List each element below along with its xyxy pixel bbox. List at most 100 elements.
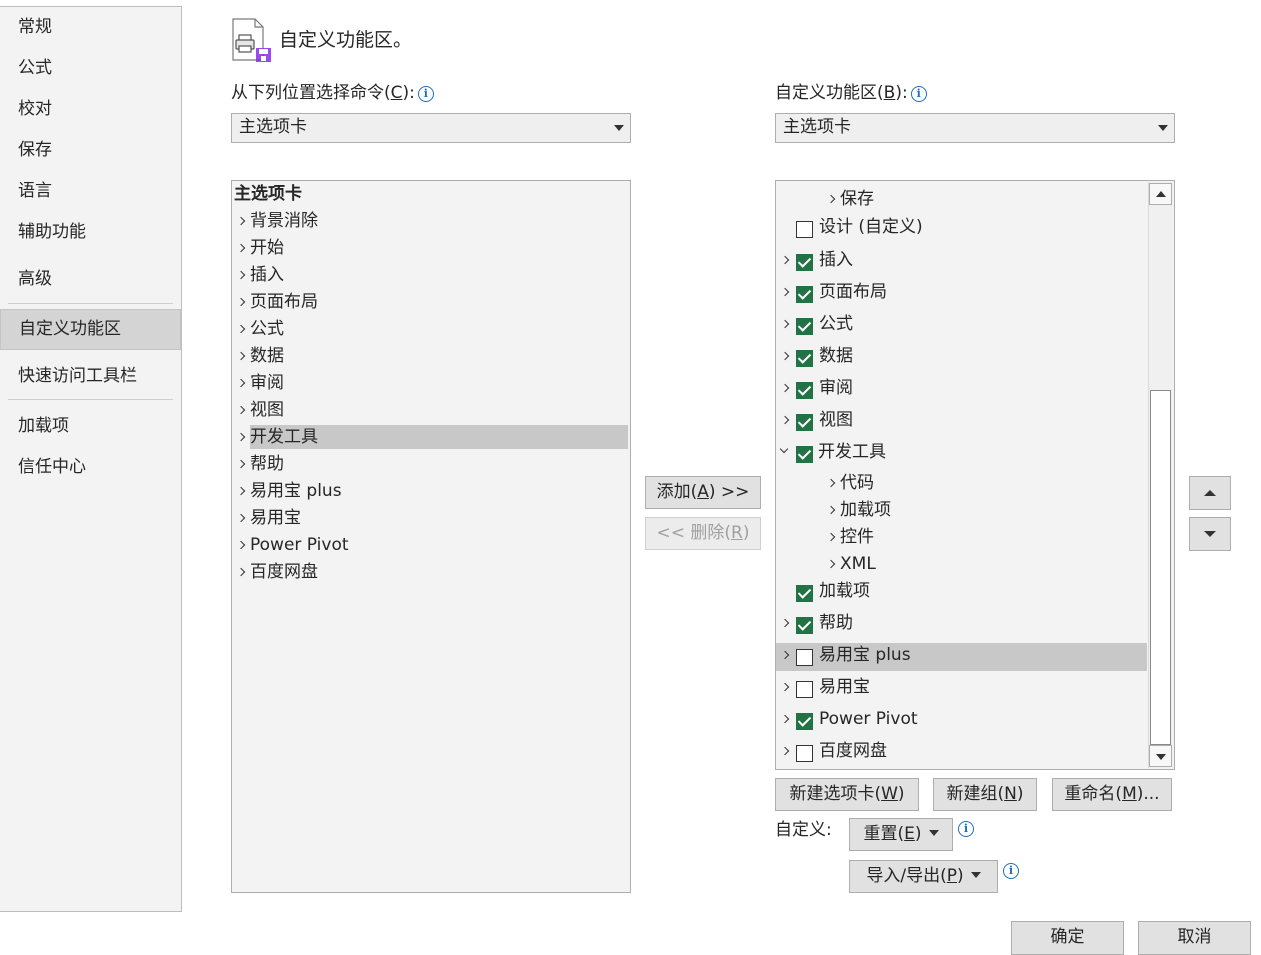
sidebar-divider [8,303,173,304]
checkbox[interactable] [796,414,813,431]
chevron-right-icon [236,567,246,577]
tree-item[interactable]: 审阅 [780,376,853,400]
sidebar-item-advanced[interactable]: 高级 [18,269,52,289]
list-item[interactable]: 背景消除 [236,209,318,233]
page-title: 自定义功能区。 [279,29,413,51]
scroll-down-icon[interactable] [1149,745,1172,767]
chevron-right-icon [236,324,246,334]
list-item[interactable]: 视图 [236,398,284,422]
chevron-right-icon [780,383,790,393]
checkbox[interactable] [796,221,813,238]
reset-dropdown-button[interactable]: 重置(E) [849,818,953,851]
ribbon-tree[interactable]: 保存 设计 (自定义) 插入 页面布局 公式 数据 审阅 视图 开发工具 代码 … [775,180,1175,770]
vertical-scrollbar[interactable] [1148,182,1173,768]
sidebar-item-quick-access-toolbar[interactable]: 快速访问工具栏 [18,366,137,386]
sidebar-item-addins[interactable]: 加载项 [18,416,69,436]
list-item[interactable]: 易用宝 [236,506,301,530]
list-item[interactable]: 审阅 [236,371,284,395]
sidebar-item-general[interactable]: 常规 [18,17,52,37]
tree-item[interactable]: 公式 [780,312,853,336]
sidebar-item-accessibility[interactable]: 辅助功能 [18,222,86,242]
chevron-down-icon [779,444,789,454]
scroll-up-icon[interactable] [1149,183,1172,205]
checkbox[interactable] [796,254,813,271]
checkbox[interactable] [796,286,813,303]
tree-item[interactable]: 加载项 [796,579,870,603]
checkbox[interactable] [796,713,813,730]
tree-item[interactable]: 视图 [780,408,853,432]
chevron-down-icon [1158,125,1168,131]
chevron-right-icon [780,287,790,297]
tree-item[interactable]: 加载项 [826,498,891,522]
checkbox[interactable] [796,382,813,399]
chevron-right-icon [236,459,246,469]
choose-commands-label: 从下列位置选择命令(C):i [231,82,434,104]
tree-item[interactable]: 代码 [826,471,874,495]
info-icon[interactable]: i [417,86,434,102]
new-group-button[interactable]: 新建组(N) [933,778,1037,811]
dropdown-arrow-icon [970,872,981,878]
list-item[interactable]: 易用宝 plus [236,479,342,503]
tree-item[interactable]: 插入 [780,248,853,272]
tree-item[interactable]: 百度网盘 [780,739,887,763]
checkbox[interactable] [796,649,813,666]
tree-item-selected[interactable]: 易用宝 plus [776,643,1147,671]
checkbox[interactable] [796,446,813,463]
add-button[interactable]: 添加(A) >> [645,476,761,509]
new-tab-button[interactable]: 新建选项卡(W) [775,778,919,811]
list-item[interactable]: 开始 [236,236,284,260]
tree-item[interactable]: 设计 (自定义) [796,215,923,239]
checkbox[interactable] [796,681,813,698]
tree-item[interactable]: 帮助 [780,611,853,635]
customize-ribbon-label: 自定义功能区(B):i [775,82,927,104]
chevron-right-icon [236,405,246,415]
checkbox[interactable] [796,745,813,762]
list-item-selected[interactable]: 开发工具 [236,425,628,449]
checkbox[interactable] [796,350,813,367]
cancel-button[interactable]: 取消 [1138,921,1251,955]
customize-ribbon-dropdown[interactable]: 主选项卡 [775,113,1175,143]
chevron-right-icon [780,415,790,425]
list-item[interactable]: 插入 [236,263,284,287]
info-icon[interactable]: i [955,818,974,838]
sidebar-item-language[interactable]: 语言 [18,181,52,201]
tree-item[interactable]: XML [826,552,876,576]
move-up-button[interactable] [1189,476,1231,510]
list-item[interactable]: 数据 [236,344,284,368]
sidebar-item-customize-ribbon[interactable]: 自定义功能区 [0,309,181,350]
move-down-button[interactable] [1189,517,1231,551]
list-item[interactable]: 页面布局 [236,290,318,314]
scrollbar-thumb[interactable] [1150,390,1171,745]
rename-button[interactable]: 重命名(M)... [1052,778,1172,811]
remove-button[interactable]: << 删除(R) [645,517,761,550]
import-export-dropdown-button[interactable]: 导入/导出(P) [849,860,998,893]
list-item[interactable]: Power Pivot [236,533,349,557]
sidebar-item-trust-center[interactable]: 信任中心 [18,457,86,477]
ok-button[interactable]: 确定 [1011,921,1124,955]
checkbox[interactable] [796,318,813,335]
sidebar-item-proofing[interactable]: 校对 [18,99,52,119]
tree-item[interactable]: 数据 [780,344,853,368]
info-icon[interactable]: i [910,86,927,102]
checkbox[interactable] [796,585,813,602]
tree-item[interactable]: 保存 [826,187,874,211]
choose-commands-dropdown[interactable]: 主选项卡 [231,113,631,143]
chevron-right-icon [236,270,246,280]
tree-item[interactable]: 页面布局 [780,280,887,304]
tree-item[interactable]: 易用宝 [780,675,870,699]
tree-item[interactable]: Power Pivot [780,707,918,731]
chevron-right-icon [780,650,790,660]
info-icon[interactable]: i [1000,860,1019,880]
sidebar-item-save[interactable]: 保存 [18,140,52,160]
sidebar-item-formulas[interactable]: 公式 [18,58,52,78]
commands-list[interactable]: 主选项卡 背景消除 开始 插入 页面布局 公式 数据 审阅 视图 开发工具 帮助… [231,180,631,893]
chevron-right-icon [236,216,246,226]
checkbox[interactable] [796,617,813,634]
list-item[interactable]: 帮助 [236,452,284,476]
chevron-right-icon [236,351,246,361]
tree-item[interactable]: 开发工具 [779,440,886,464]
list-item[interactable]: 百度网盘 [236,560,318,584]
chevron-right-icon [780,618,790,628]
list-item[interactable]: 公式 [236,317,284,341]
tree-item[interactable]: 控件 [826,525,874,549]
